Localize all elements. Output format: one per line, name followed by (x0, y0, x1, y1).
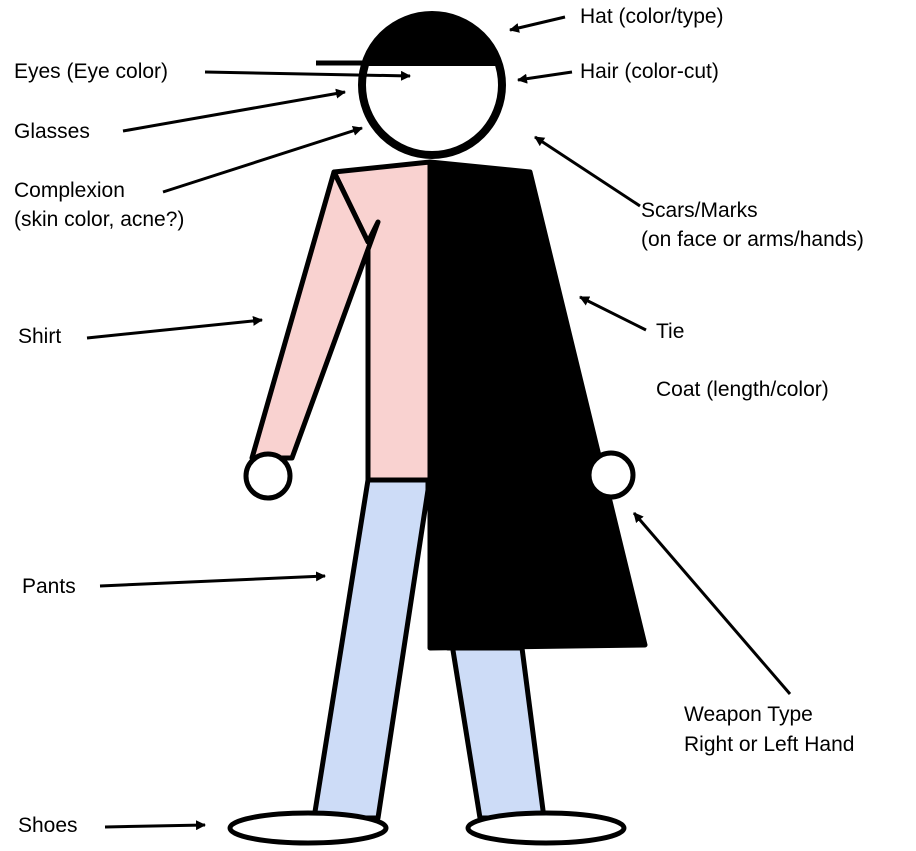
label-scars-line1: Scars/Marks (641, 197, 758, 225)
arrow-scars (535, 137, 640, 206)
arrow-hat (510, 17, 565, 30)
right-hand (589, 453, 633, 497)
label-hair: Hair (color-cut) (580, 58, 719, 86)
arrow-hair (518, 72, 572, 80)
label-glasses: Glasses (14, 118, 90, 146)
label-complexion-line2: (skin color, acne?) (14, 206, 184, 234)
label-shirt: Shirt (18, 323, 61, 351)
left-shoe (230, 813, 386, 843)
right-shoe (468, 813, 624, 843)
left-pants-leg (314, 480, 428, 818)
arrow-shoes (105, 825, 205, 827)
arrow-tie (580, 297, 646, 330)
label-weapon-line1: Weapon Type (684, 701, 813, 729)
label-hat: Hat (color/type) (580, 3, 724, 31)
coat (430, 162, 645, 648)
label-pants: Pants (22, 573, 76, 601)
label-shoes: Shoes (18, 812, 78, 840)
arrow-pants (100, 576, 325, 586)
left-hand (246, 454, 290, 498)
arrow-glasses (123, 92, 345, 131)
arrow-shirt (87, 320, 262, 338)
label-tie: Tie (656, 318, 684, 346)
label-scars-line2: (on face or arms/hands) (641, 226, 864, 254)
label-eyes: Eyes (Eye color) (14, 58, 168, 86)
arrow-weapon (634, 513, 790, 694)
label-weapon-line2: Right or Left Hand (684, 731, 854, 759)
label-coat: Coat (length/color) (656, 376, 829, 404)
label-complexion-line1: Complexion (14, 177, 125, 205)
